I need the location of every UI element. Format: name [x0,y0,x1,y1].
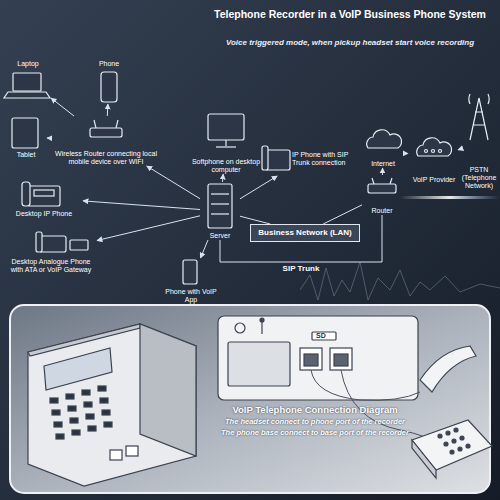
node-label: Desktop Analogue Phone with ATA or VoIP … [5,258,97,274]
wireless-router-node: Wireless Router connecting local mobile … [50,116,162,166]
panel-note: The headset connect to phone port of the… [210,416,420,427]
network-link [382,168,383,175]
node-label: Phone with VoIP App [165,288,217,304]
panel-heading: VoIP Telephone Connection Diagram [210,403,420,416]
network-link [323,205,362,224]
diagram-title: Telephone Recorder in a VoIP Business Ph… [205,8,495,21]
diagram-caption: Voice triggered mode, when pickup headse… [205,38,495,48]
network-link [222,174,224,182]
network-link [220,215,382,262]
provider-cloud: VoIP Provider [408,134,460,184]
node-label: Server [210,232,231,240]
node-label: IP Phone with SIP Trunk connection [292,151,350,167]
network-link [240,216,270,224]
analogue-phone-node: Desktop Analogue Phone with ATA or VoIP … [5,229,97,274]
node-label: Desktop IP Phone [16,210,72,218]
lan-band: Business Network (LAN) [250,224,360,242]
router-node: Router [362,175,402,215]
node-label: Phone [99,60,119,68]
network-link [107,104,109,116]
node-label: VoIP Provider [413,176,456,184]
port-label: SD [316,332,326,340]
network-link [147,166,200,199]
softphone-node: Softphone on desktop computer [190,110,262,174]
network-link [201,240,209,258]
device-icons [4,72,489,284]
sip-phone-node: IP Phone with SIP Trunk connection [260,142,350,176]
phone-node: Phone [92,60,126,104]
node-label: Internet [371,160,395,168]
network-link [240,176,277,199]
recorder-device [28,324,196,486]
ip-phone-node: Desktop IP Phone [5,178,83,218]
pstn-node: PSTN (Telephone Network) [458,94,500,190]
sound-wave [300,262,500,300]
node-label: Laptop [17,60,38,68]
panel-text-group: VoIP Telephone Connection DiagramThe hea… [210,403,420,438]
node-label: Tablet [17,151,36,159]
node-label: Business Network (LAN) [258,229,351,237]
panel-note: The phone base connect to base port of t… [210,427,420,438]
node-label: Wireless Router connecting local mobile … [50,150,162,166]
mobile-phone-node: Phone with VoIP App [165,258,217,304]
node-label: Router [371,207,392,215]
link-label: SIP Trunk [261,264,341,273]
tablet-node: Tablet [5,115,47,159]
recorder-back-panel [218,316,418,400]
node-label: PSTN (Telephone Network) [458,166,500,190]
laptop-node: Laptop [5,60,51,100]
network-link [51,98,74,116]
server-node: Server [200,182,240,240]
internet-cloud: Internet [358,128,408,168]
telephone-set [412,346,492,478]
light-streak [400,196,500,199]
network-link [83,201,200,210]
network-link [47,138,50,139]
connection-panel: VoIP Telephone Connection DiagramThe hea… [10,305,490,493]
panel-frame [10,305,490,493]
network-link [458,149,460,151]
node-label: Softphone on desktop computer [190,158,262,174]
network-link [97,216,200,241]
